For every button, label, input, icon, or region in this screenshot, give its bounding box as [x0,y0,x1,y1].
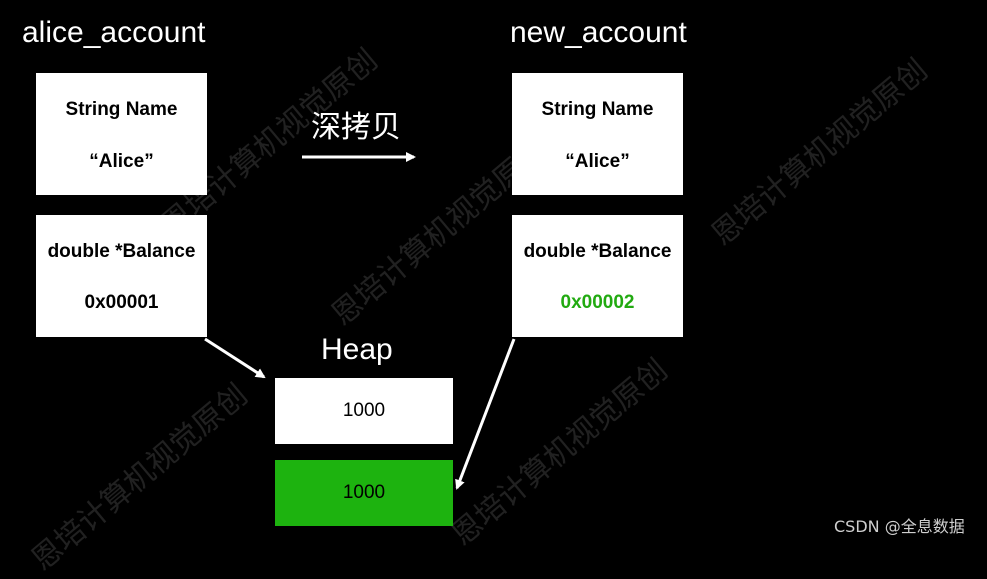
right-pointer-arrow [455,338,516,490]
left-name-box: String Name “Alice” [36,73,207,195]
left-name-field-label: String Name [65,99,178,120]
right-name-field-label: String Name [541,99,654,120]
left-object-title: alice_account [22,16,206,49]
left-balance-field-label: double *Balance [47,241,196,262]
left-balance-address: 0x00001 [84,292,159,313]
left-name-field-value: “Alice” [89,151,154,172]
left-balance-box: double *Balance 0x00001 [36,215,207,337]
heap-title: Heap [321,333,393,366]
right-object-title: new_account [510,16,687,49]
right-balance-address: 0x00002 [560,292,635,313]
deep-copy-label: 深拷贝 [311,110,401,145]
arrows-layer [204,152,516,490]
right-name-box: String Name “Alice” [512,73,683,195]
heap-cell-original: 1000 [275,378,453,444]
right-balance-field-label: double *Balance [523,241,672,262]
footer-credit: CSDN @全息数据 [834,517,965,536]
left-pointer-arrow [204,337,266,379]
right-name-field-value: “Alice” [565,151,630,172]
heap-cell-copy: 1000 [275,460,453,526]
right-balance-box: double *Balance 0x00002 [512,215,683,337]
